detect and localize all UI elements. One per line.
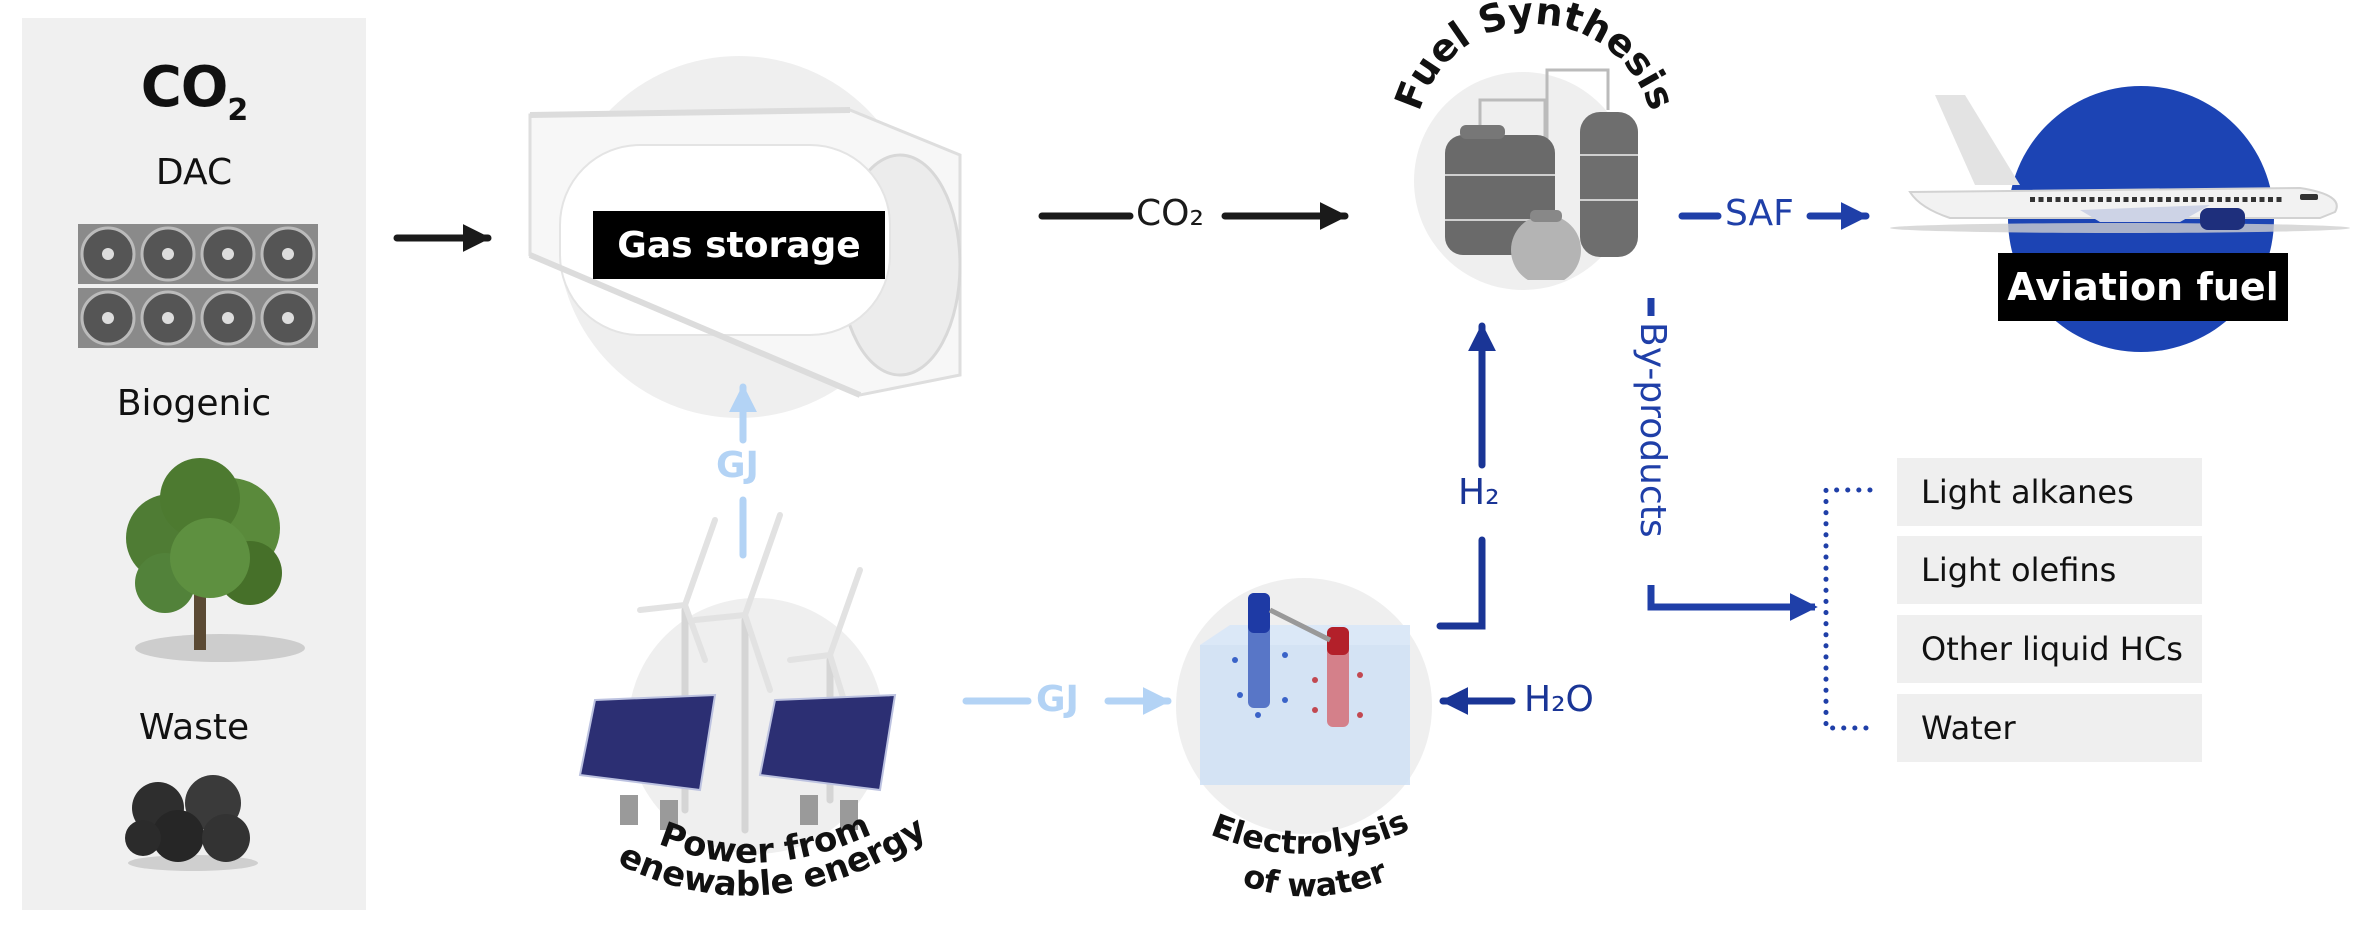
- byproducts-flow-label: By-products: [1632, 322, 1673, 538]
- co2-flow-label: CO₂: [1136, 193, 1204, 234]
- electrolysis-cell-icon: [1200, 593, 1410, 785]
- electrolysis-arc-label: Electrolysis of water: [1207, 810, 1414, 905]
- byproduct-item: Light alkanes: [1897, 458, 2202, 526]
- byproduct-item: Light olefins: [1897, 536, 2202, 604]
- garbage-bags-icon: [125, 775, 258, 871]
- source-label-waste: Waste: [138, 707, 250, 748]
- fuel-synthesis-arc-label: Fuel Synthesis: [1386, 0, 1680, 115]
- gj-right-flow-label: GJ: [1036, 679, 1079, 720]
- h2o-flow-label: H₂O: [1524, 679, 1594, 720]
- saf-flow-label: SAF: [1725, 193, 1794, 234]
- byproduct-item: Other liquid HCs: [1897, 615, 2202, 683]
- h2-flow-label: H₂: [1458, 472, 1500, 513]
- byproduct-item: Water: [1897, 694, 2202, 762]
- aviation-fuel-label: Aviation fuel: [1998, 253, 2288, 321]
- wind-solar-icon: [578, 512, 897, 834]
- dac-fan-array-icon: [78, 224, 318, 348]
- gas-storage-label: Gas storage: [593, 211, 885, 279]
- tree-icon: [126, 458, 305, 662]
- co2-sources-title: CO2: [22, 55, 366, 128]
- h2-arrow-tail: [1436, 536, 1486, 630]
- source-label-dac: DAC: [155, 152, 233, 193]
- gj-up-flow-label: GJ: [716, 445, 759, 486]
- byproducts-arrow-head: [1647, 585, 1818, 621]
- co2-title-text: CO: [140, 55, 229, 120]
- source-label-biogenic: Biogenic: [116, 383, 272, 424]
- airplane-icon: [1890, 95, 2350, 233]
- byproducts-bracket: [1823, 487, 1873, 731]
- reactor-tanks-icon: [1445, 68, 1638, 280]
- co2-title-subscript: 2: [227, 93, 248, 128]
- renewables-arc-label: Power from renewable energy: [580, 800, 933, 905]
